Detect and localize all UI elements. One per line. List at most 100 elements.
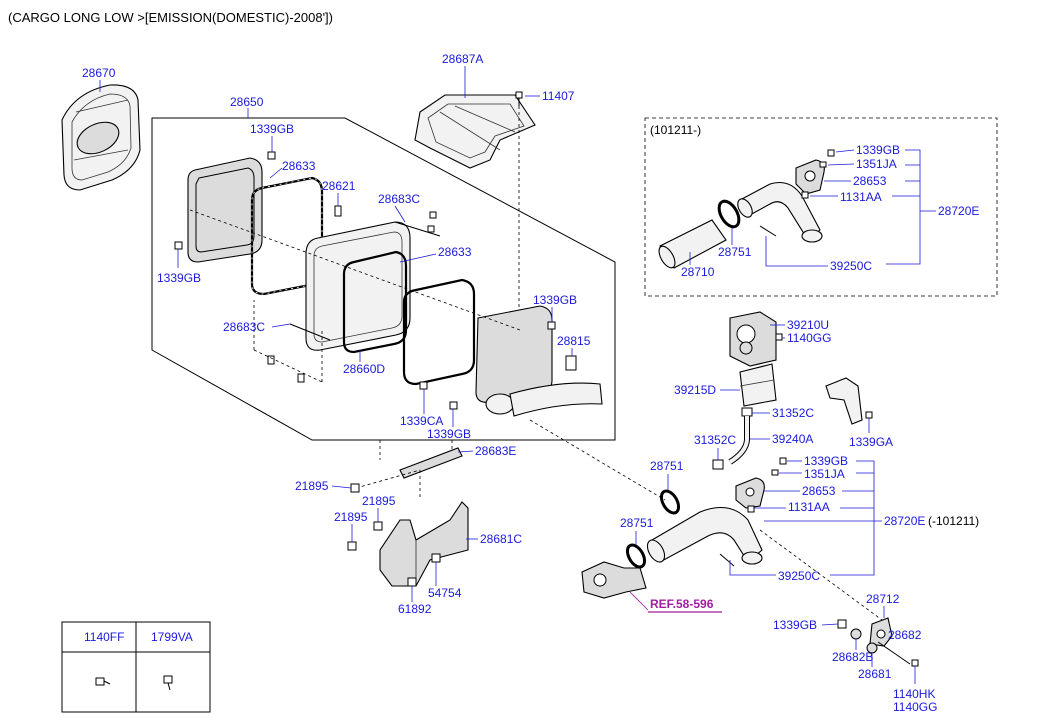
part-39215D-bracket[interactable] [739, 363, 777, 407]
bolt-icon[interactable] [779, 457, 787, 465]
part-28633-gasket-b[interactable] [342, 250, 408, 354]
label-21895-b: 21895 [362, 494, 396, 508]
part-28710-hose[interactable] [656, 219, 727, 270]
part-28683C-bracket-b[interactable] [267, 323, 331, 383]
part-28633-gasket-c[interactable] [402, 278, 476, 386]
bolt-icon[interactable] [350, 483, 360, 493]
part-28682-isolator[interactable] [850, 628, 862, 640]
bolt-icon[interactable] [747, 505, 755, 513]
bolt-icon[interactable] [771, 469, 779, 476]
inset-label-1131AA: 1131AA [840, 190, 882, 204]
label-1140HK: 1140HK [893, 687, 935, 701]
bolt-icon[interactable] [449, 401, 458, 410]
part-28681-rubber[interactable] [866, 642, 878, 654]
part-28653-bracket[interactable] [795, 159, 825, 195]
label-28683C-a: 28683C [378, 192, 420, 206]
legend-1799VA: 1799VA [151, 630, 193, 644]
part-28720E-egr-pipe[interactable] [735, 181, 823, 243]
label-1339GB-e: 1339GB [804, 454, 848, 468]
inset-title: (101211-) [650, 123, 701, 137]
part-28681C-bracket[interactable] [379, 501, 469, 587]
label-1351JA: 1351JA [804, 467, 845, 481]
fastener-legend-table [61, 621, 211, 713]
inset-label-1339GB: 1339GB [856, 143, 900, 157]
part-outlet-flange[interactable] [475, 305, 603, 417]
label-28653: 28653 [802, 484, 836, 498]
bolt-icon[interactable] [267, 151, 276, 160]
label-1339GB-f: 1339GB [773, 618, 817, 632]
label-54754: 54754 [428, 586, 462, 600]
label-28633-a: 28633 [282, 159, 316, 173]
legend-1140FF: 1140FF [84, 630, 124, 644]
label-1339GB-d: 1339GB [427, 427, 471, 441]
label-1131AA: 1131AA [788, 500, 830, 514]
bolt-icon[interactable] [419, 381, 428, 390]
label-1339GB-c: 1339GB [533, 293, 577, 307]
part-flange-ref[interactable] [581, 561, 647, 599]
label-1339GB-a: 1339GB [250, 122, 294, 136]
bolt-icon[interactable] [837, 619, 847, 629]
label-28681C: 28681C [480, 532, 522, 546]
label-21895-a: 21895 [295, 479, 329, 493]
bolt-icon[interactable] [407, 577, 417, 587]
part-28751-clamp[interactable] [715, 198, 743, 230]
diagram-title: (CARGO LONG LOW >[EMISSION(DOMESTIC)-200… [8, 10, 333, 25]
label-28720E-suffix: (-101211) [928, 514, 979, 528]
part-28683C-bracket-a[interactable] [394, 211, 441, 237]
label-11407: 11407 [542, 89, 575, 103]
inset-label-28751: 28751 [718, 245, 752, 259]
label-28660D: 28660D [343, 362, 385, 376]
label-28633-b: 28633 [438, 245, 472, 259]
bolt-icon[interactable] [819, 161, 827, 168]
label-28621: 28621 [322, 179, 356, 193]
label-1339CA: 1339CA [400, 414, 443, 428]
label-28712: 28712 [866, 592, 900, 606]
label-28815: 28815 [557, 334, 591, 348]
bolt-icon[interactable] [515, 91, 523, 106]
inset-box [644, 117, 998, 297]
part-39210U-egr-valve[interactable] [729, 311, 777, 367]
bolt-icon[interactable] [334, 205, 342, 217]
part-28712-hanger[interactable] [869, 617, 893, 647]
bolt-icon[interactable] [431, 553, 441, 563]
bolt-icon[interactable] [801, 191, 809, 199]
bolt-icon[interactable] [827, 149, 835, 157]
part-28653-bracket-b[interactable] [735, 477, 765, 509]
bolt-icon[interactable] [865, 411, 873, 419]
inset-label-28710: 28710 [681, 265, 715, 279]
assembly-outline-28650 [151, 117, 616, 441]
part-28683E-bracket[interactable] [399, 447, 463, 479]
part-28687A-heat-shield[interactable] [414, 94, 536, 169]
part-28751-clamp-b[interactable] [624, 542, 648, 570]
label-28687A: 28687A [442, 52, 483, 66]
part-28670-heat-shield[interactable] [61, 84, 141, 191]
label-1140GG-a: 1140GG [787, 331, 831, 345]
label-39210U: 39210U [787, 318, 829, 332]
part-28720E-egr-pipe-main[interactable] [644, 506, 763, 565]
label-28751-a: 28751 [650, 459, 684, 473]
label-28670: 28670 [82, 66, 116, 80]
ref-link-58-596[interactable]: REF.58-596 [650, 597, 714, 611]
label-28683C-b: 28683C [223, 320, 265, 334]
part-39240A-hose[interactable] [728, 416, 750, 465]
label-39215D: 39215D [674, 383, 716, 397]
bolt-icon[interactable] [547, 321, 556, 330]
label-21895-c: 21895 [334, 510, 368, 524]
part-28815-sensor[interactable] [565, 355, 577, 371]
bolt-icon[interactable] [347, 541, 357, 551]
label-28682B: 28682B [832, 650, 873, 664]
bolt-icon[interactable] [775, 333, 783, 341]
bolt-icon[interactable] [911, 659, 919, 667]
inset-label-1351JA: 1351JA [856, 157, 897, 171]
label-1339GA: 1339GA [849, 435, 893, 449]
label-31352C-b: 31352C [694, 433, 736, 447]
label-39250C: 39250C [778, 569, 820, 583]
label-31352C-a: 31352C [772, 406, 814, 420]
bolt-icon[interactable] [373, 521, 383, 531]
part-bracket-1339GA[interactable] [825, 377, 863, 425]
part-31352C-clamp-b[interactable] [712, 459, 724, 470]
part-28751-clamp-a[interactable] [658, 488, 682, 516]
bolt-icon[interactable] [174, 241, 183, 250]
part-31352C-clamp[interactable] [741, 407, 753, 417]
label-39240A: 39240A [772, 432, 813, 446]
